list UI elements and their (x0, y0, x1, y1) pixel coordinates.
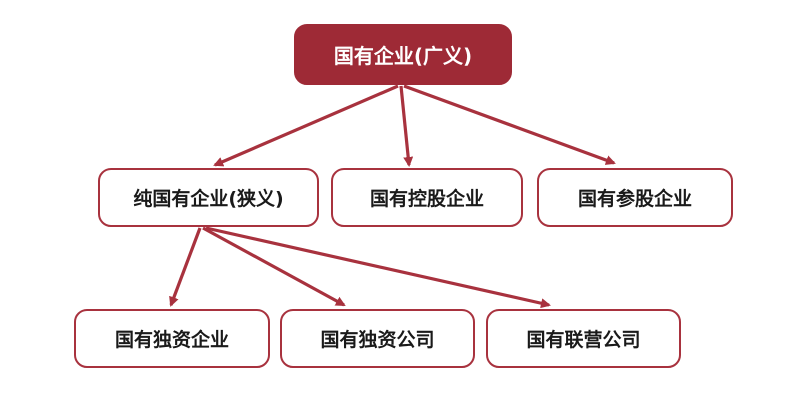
node-state-enterprise-broad: 国有企业(广义) (294, 24, 512, 85)
arrow-pure-to-sole-company (202, 226, 346, 307)
node-label: 国有控股企业 (369, 188, 484, 210)
node-state-joint-company: 国有联营公司 (486, 309, 681, 368)
node-label: 国有独资公司 (320, 329, 435, 351)
arrow-root-to-holding (399, 85, 414, 167)
node-state-sole-company: 国有独资公司 (280, 309, 475, 368)
node-state-shareholding-enterprise: 国有参股企业 (537, 168, 733, 227)
node-label: 国有参股企业 (577, 188, 692, 210)
arrow-root-to-shareholding (403, 84, 616, 165)
node-state-sole-enterprise: 国有独资企业 (74, 309, 270, 368)
arrow-pure-to-joint-company (205, 226, 551, 309)
arrow-pure-to-sole-enterprise (169, 227, 202, 307)
node-pure-state-enterprise-narrow: 纯国有企业(狭义) (98, 168, 319, 227)
node-label: 国有联营公司 (526, 329, 641, 351)
arrow-root-to-pure (213, 84, 399, 167)
node-state-holding-enterprise: 国有控股企业 (331, 168, 523, 227)
node-label: 纯国有企业(狭义) (133, 188, 284, 210)
node-label: 国有独资企业 (114, 329, 229, 351)
node-label: 国有企业(广义) (333, 44, 473, 68)
